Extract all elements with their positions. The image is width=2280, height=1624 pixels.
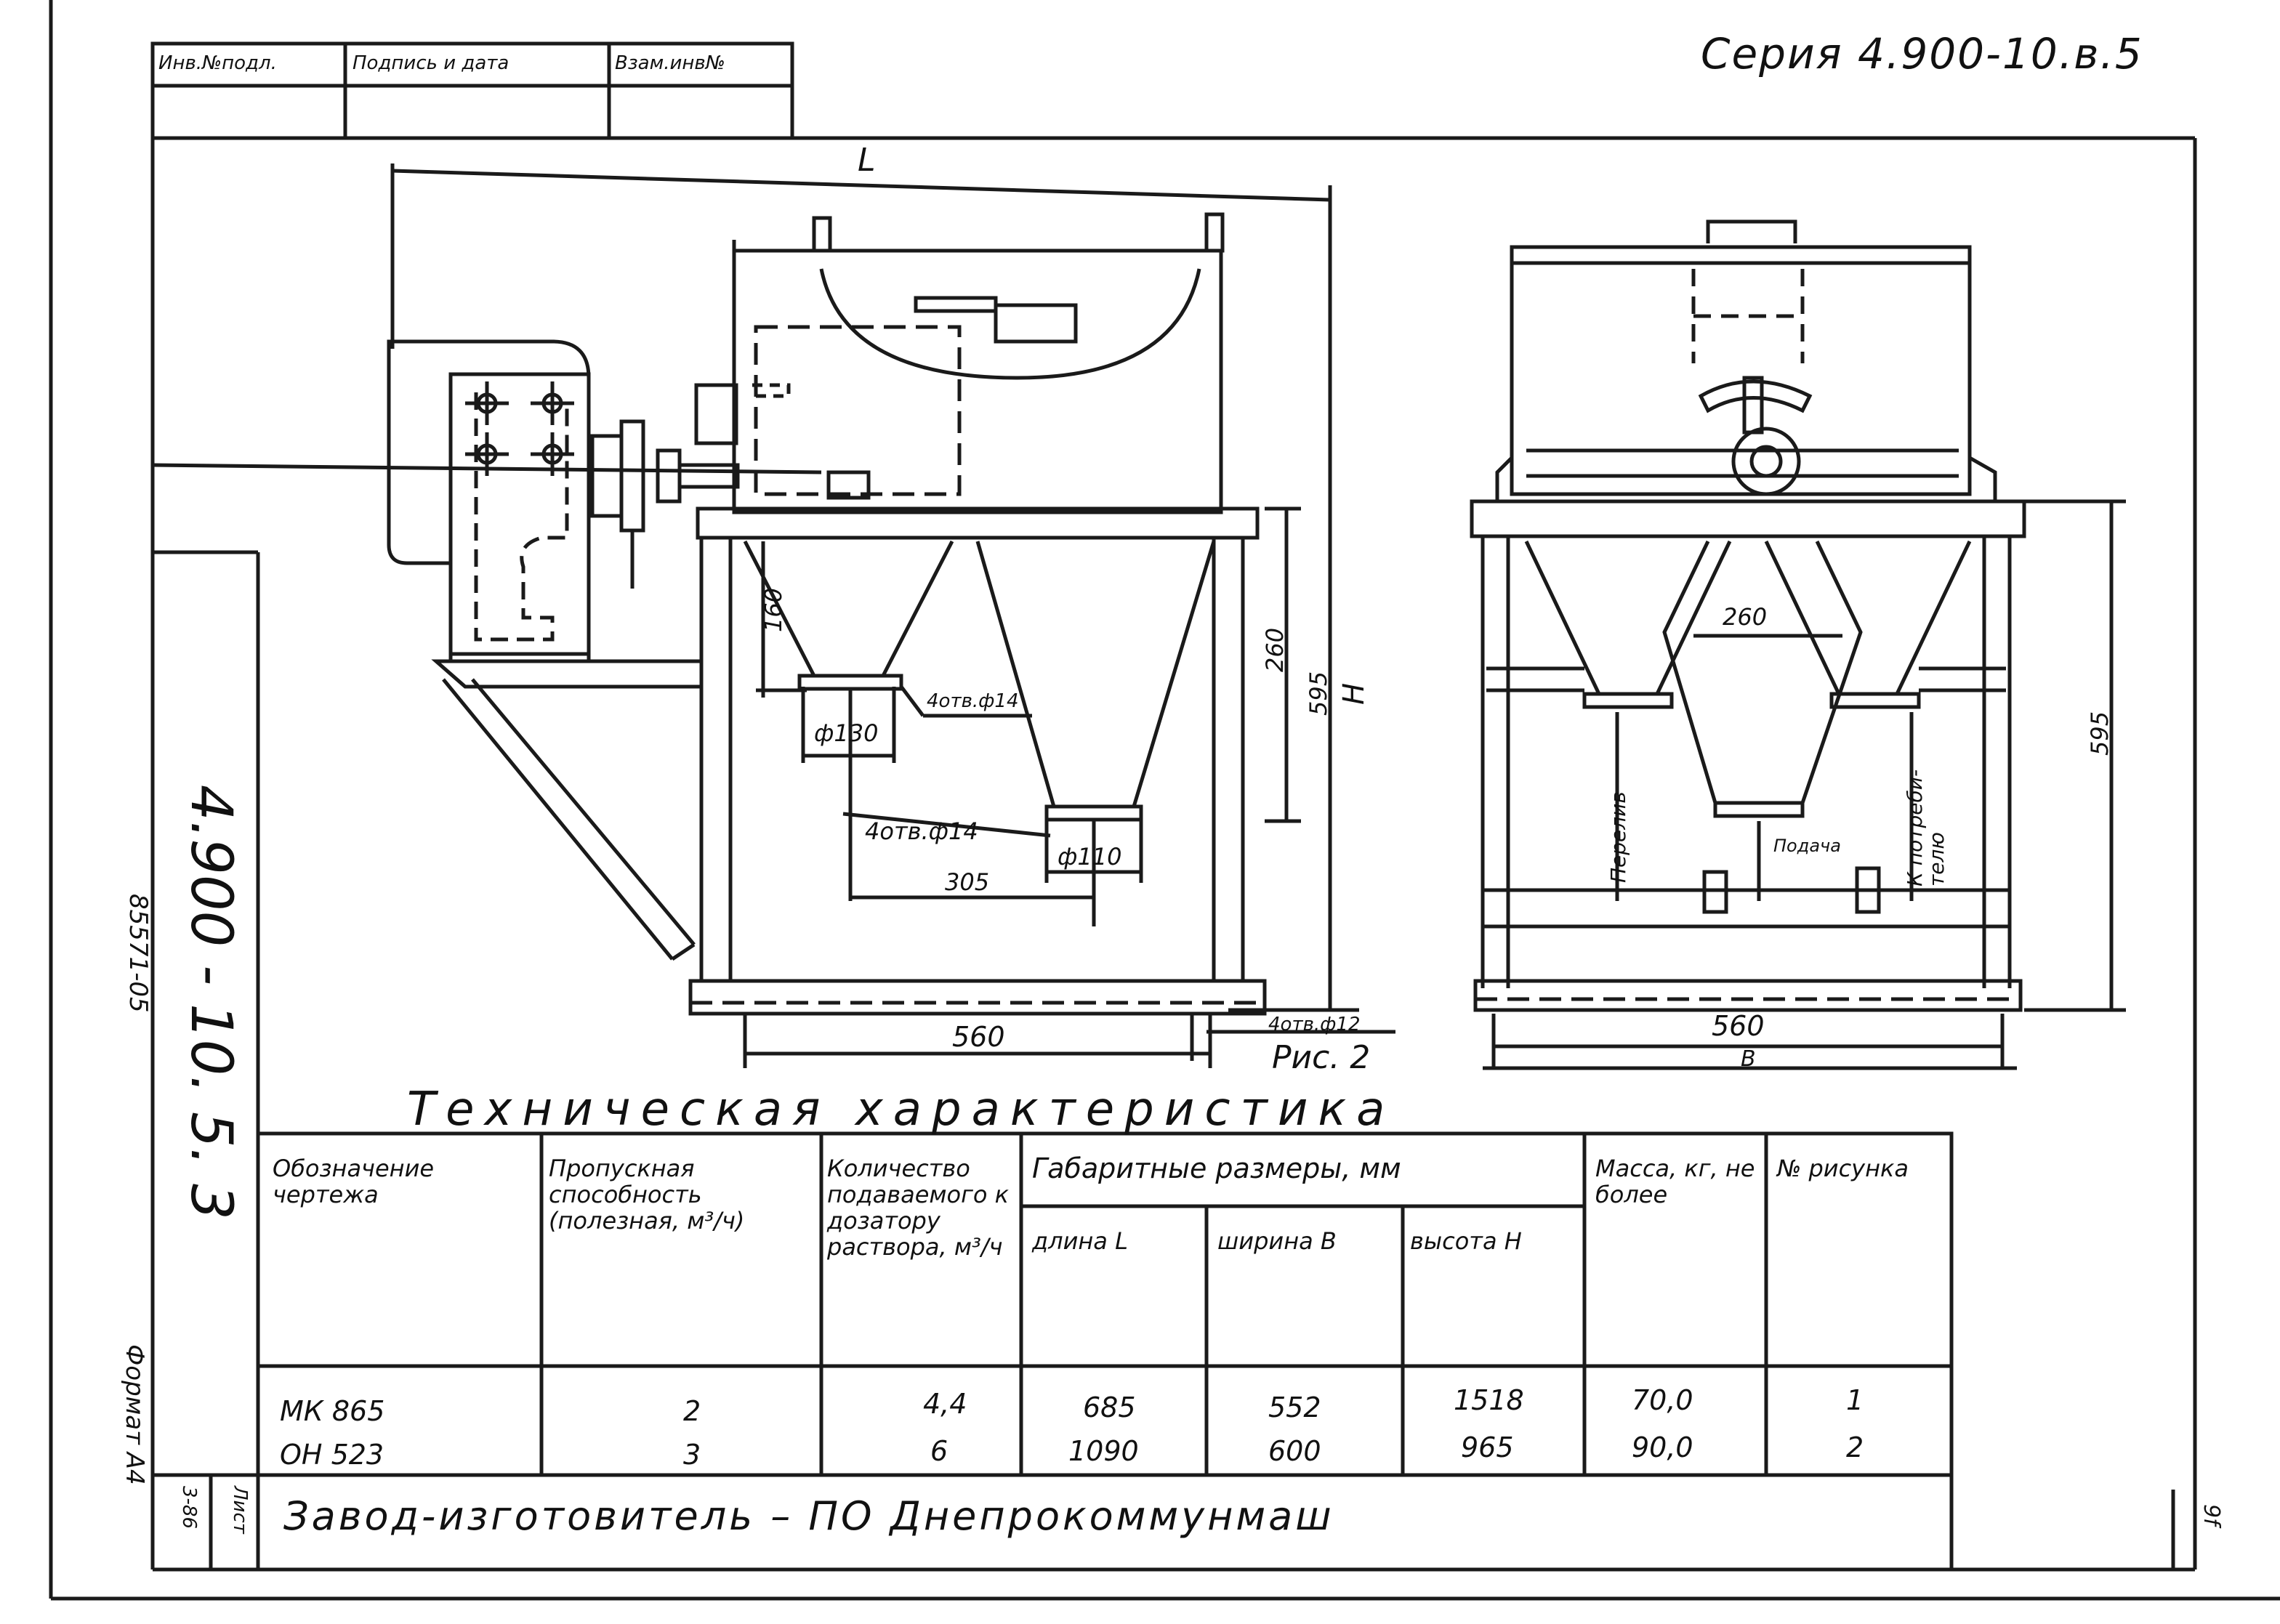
th-width: ширина B <box>1217 1227 1337 1255</box>
cell-length-2: 1090 <box>1068 1435 1139 1467</box>
series-label: Серия 4.900-10.в.5 <box>1701 29 2143 78</box>
list-label: Лист <box>229 1486 251 1534</box>
dim-560-left: 560 <box>952 1021 1005 1053</box>
dim-595-left: 595 <box>1305 671 1332 716</box>
th-designation: Обозначение чертежа <box>273 1155 435 1208</box>
manufacturer-label: Завод-изготовитель – ПО Днепрокоммунмаш <box>283 1493 1334 1539</box>
figure-caption: Рис. 2 <box>1272 1039 1371 1076</box>
format-label: Формат А4 <box>120 1344 149 1485</box>
cell-figure-1: 1 <box>1846 1384 1864 1416</box>
dim-560-right: 560 <box>1712 1010 1765 1042</box>
cell-designation-1: МК 865 <box>280 1395 385 1427</box>
th-length: длина L <box>1032 1227 1128 1255</box>
cell-mass-2: 90,0 <box>1632 1431 1693 1463</box>
list-value: 3-86 <box>178 1486 200 1530</box>
feed-label: Подача <box>1773 836 1841 856</box>
dim-B-label: B <box>1741 1046 1756 1072</box>
cell-length-1: 685 <box>1083 1391 1136 1423</box>
side-number: 85571-05 <box>124 894 153 1013</box>
dim-595-right: 595 <box>2086 711 2114 756</box>
cell-mass-1: 70,0 <box>1632 1384 1693 1416</box>
dia-110: ф110 <box>1058 843 1122 870</box>
dim-160: 160 <box>760 587 787 632</box>
cell-quantity-2: 6 <box>930 1435 948 1467</box>
cell-width-2: 600 <box>1268 1435 1321 1467</box>
stamp-vzam-inv: Взам.инв№ <box>615 52 725 74</box>
dim-260-left: 260 <box>1261 627 1289 672</box>
to-consumer-label: К потреби- телю <box>1903 769 1949 886</box>
dim-260-right: 260 <box>1723 603 1768 631</box>
th-quantity: Количество подаваемого к дозатору раство… <box>827 1155 1009 1261</box>
th-mass: Масса, кг, не более <box>1595 1155 1755 1208</box>
th-height: высота H <box>1410 1227 1522 1255</box>
th-capacity: Пропускная способность (полезная, м³/ч) <box>549 1155 745 1235</box>
cell-height-1: 1518 <box>1454 1384 1524 1416</box>
th-figure-no: № рисунка <box>1777 1155 1909 1182</box>
cell-width-1: 552 <box>1268 1391 1321 1423</box>
cell-capacity-1: 2 <box>683 1395 701 1427</box>
th-dims-group: Габаритные размеры, мм <box>1032 1152 1401 1184</box>
dia-130: ф130 <box>814 719 879 747</box>
cell-figure-2: 2 <box>1846 1431 1864 1463</box>
cell-designation-2: ОН 523 <box>280 1439 384 1471</box>
holes-label-3: 4отв.ф12 <box>1268 1014 1361 1035</box>
dim-L-label: L <box>858 142 876 179</box>
sheet-number: 9f <box>2199 1504 2224 1526</box>
cell-quantity-1: 4,4 <box>923 1388 967 1420</box>
document-code: 4.900 - 10. 5. 3 <box>178 785 243 1220</box>
dim-H-label: H <box>1337 682 1371 705</box>
stamp-inv-podl: Инв.№подл. <box>158 52 277 74</box>
holes-label-1: 4отв.ф14 <box>927 690 1019 712</box>
cell-capacity-2: 3 <box>683 1439 701 1471</box>
overflow-label: Перелив <box>1606 791 1630 883</box>
dim-305: 305 <box>945 868 990 896</box>
table-title: Техническая характеристика <box>407 1083 1395 1136</box>
stamp-podpis-data: Подпись и дата <box>353 52 509 74</box>
cell-height-2: 965 <box>1461 1431 1514 1463</box>
holes-label-2: 4отв.ф14 <box>865 817 978 845</box>
